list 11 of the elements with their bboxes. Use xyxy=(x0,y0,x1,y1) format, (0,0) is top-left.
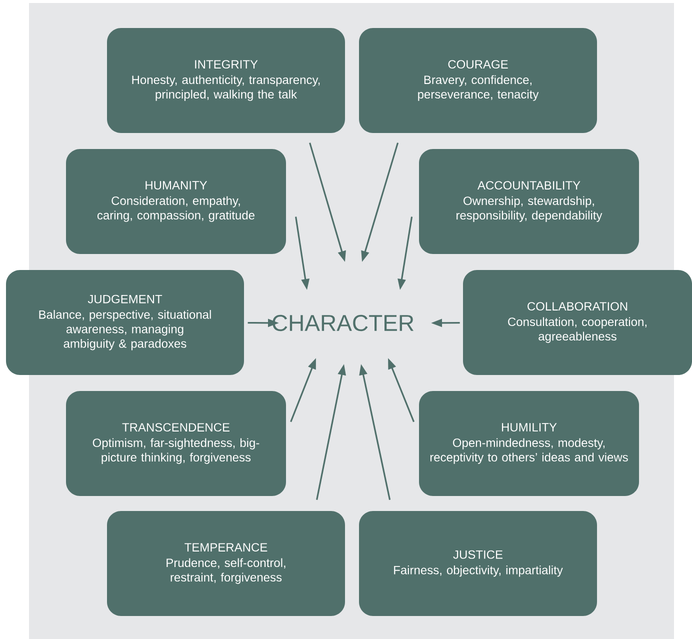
trait-box: INTEGRITY Honesty, authenticity, transparency, principled, walking the talk xyxy=(107,28,345,133)
trait-box: TEMPERANCE Prudence, self-control, restraint, forgiveness xyxy=(107,511,345,616)
trait-box: TRANSCENDENCE Optimism, far-sightedness, big-picture thinking, forgiveness xyxy=(66,391,286,496)
trait-box: HUMANITY Consideration, empathy, caring, compassion, gratitude xyxy=(66,149,286,254)
center-label: CHARACTER xyxy=(272,314,414,332)
trait-box: JUDGEMENT Balance, perspective, situational awareness, managing ambiguity & paradoxes xyxy=(6,270,244,375)
trait-box: COURAGE Bravery, confidence, perseverance, tenacity xyxy=(359,28,597,133)
trait-box: JUSTICE Fairness, objectivity, impartiality xyxy=(359,511,597,616)
trait-box: HUMILITY Open-mindedness, modesty, receptivity to others’ ideas and views xyxy=(419,391,639,496)
trait-box: ACCOUNTABILITY Ownership, stewardship, responsibility, dependability xyxy=(419,149,639,254)
trait-box: COLLABORATION Consultation, cooperation, agreeableness xyxy=(463,270,692,375)
